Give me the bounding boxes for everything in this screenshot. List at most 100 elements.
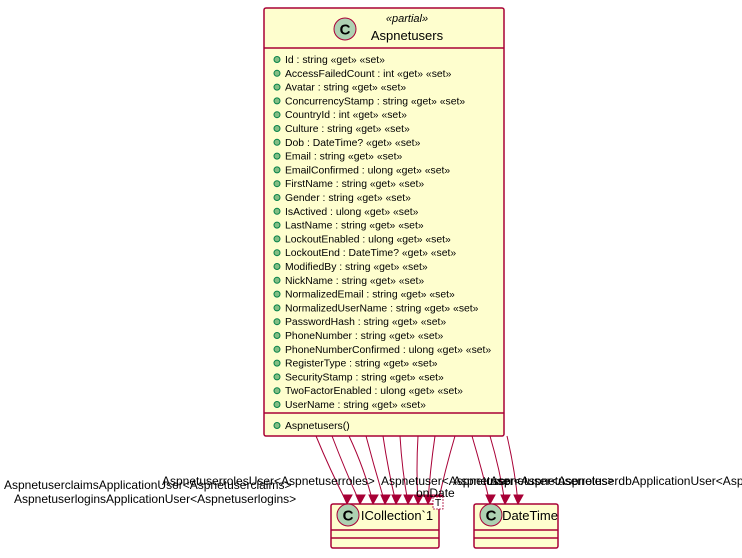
public-visibility-icon [273,359,281,367]
public-visibility-icon [273,125,281,132]
class-field: PhoneNumber : string «get» «set» [285,331,443,342]
class-field: NormalizedUserName : string «get» «set» [285,303,479,314]
public-visibility-icon [273,422,281,429]
class-method: Aspnetusers() [285,421,350,432]
edge-lockoutend[interactable] [489,435,506,504]
class-field: Avatar : string «get» «set» [285,83,406,94]
edge-tokens[interactable] [365,435,386,504]
template-param: T [435,498,442,509]
edge-labels: AspnetuserclaimsApplicationUser<Aspnetus… [4,474,742,506]
edge-e[interactable] [382,435,397,504]
class-field: EmailConfirmed : ulong «get» «set» [285,165,450,176]
public-visibility-icon [273,263,281,270]
edge-f[interactable] [399,435,409,504]
class-field: FirstName : string «get» «set» [285,179,424,190]
class-icollection[interactable]: C ICollection`1 T [330,496,444,549]
arrowhead [342,494,353,506]
public-visibility-icon [273,69,281,77]
public-visibility-icon [273,304,281,312]
class-c-icon [333,17,357,41]
arrowhead [368,494,379,506]
edge-label-overlap-far: Aspnetuser<AspnetuserdbApplicationUser<A… [490,474,742,488]
methods-compartment: Aspnetusers() [273,421,350,432]
class-field: LastName : string «get» «set» [285,221,424,232]
edge-label-overlap-left: Aspnetuser<Aspnetuser [381,474,509,488]
class-field: ConcurrencyStamp : string «get» «set» [285,96,465,107]
public-visibility-icon [273,249,281,257]
arrowhead [391,494,402,506]
arrowhead [380,494,391,506]
edge-j[interactable] [506,435,519,504]
edge-label-logins: AspnetuserloginsApplicationUser<Aspnetus… [14,492,296,506]
public-visibility-icon [273,221,281,229]
class-field: AccessFailedCount : int «get» «set» [285,69,452,80]
arrowhead [403,494,414,506]
public-visibility-icon [273,207,281,215]
class-icon-letter: C [486,508,497,525]
class-name: DateTime [502,508,558,523]
class-icon-letter: C [343,508,354,525]
public-visibility-icon [273,387,281,395]
arrowhead [500,494,511,506]
edge-label-overlap-right: Aspnetuser<Aspnetuserroles> [453,474,614,488]
public-visibility-icon [273,318,281,326]
public-visibility-icon [273,56,281,63]
public-visibility-icon [273,401,281,408]
class-field: Culture : string «get» «set» [285,124,410,135]
class-field: LockoutEnd : DateTime? «get» «set» [285,248,456,259]
class-field: PhoneNumberConfirmed : ulong «get» «set» [285,345,491,356]
public-visibility-icon [273,138,281,146]
edge-claims[interactable] [315,435,348,504]
public-visibility-icon [273,235,281,243]
arrowhead [423,494,434,506]
fields-compartment: Id : string «get» «set» AccessFailedCount… [273,55,491,411]
class-name: ICollection`1 [361,508,433,523]
edge-logins[interactable] [331,435,361,504]
class-field: ModifiedBy : string «get» «set» [285,262,428,273]
class-field: CountryId : int «get» «set» [285,110,407,121]
public-visibility-icon [273,332,281,339]
public-visibility-icon [273,345,281,353]
class-field: IsActived : ulong «get» «set» [285,207,419,218]
class-field: LockoutEnabled : ulong «get» «set» [285,234,451,245]
class-field: Email : string «get» «set» [285,152,402,163]
public-visibility-icon [273,276,281,284]
class-field: UserName : string «get» «set» [285,400,426,411]
class-field: Gender : string «get» «set» [285,193,411,204]
class-field: PasswordHash : string «get» «set» [285,317,446,328]
edge-roles[interactable] [348,435,374,504]
arrowhead [485,494,496,506]
class-field: RegisterType : string «get» «set» [285,359,438,370]
public-visibility-icon [273,152,281,160]
public-visibility-icon [273,111,281,119]
public-visibility-icon [273,290,281,298]
edge-label-claims: AspnetuserclaimsApplicationUser<Aspnetus… [4,478,291,492]
arrowhead [413,494,424,506]
edge-dob[interactable] [471,435,491,504]
class-field: Dob : DateTime? «get» «set» [285,138,421,149]
class-aspnetusers[interactable]: C «partial» Aspnetusers Id : string «get… [263,7,505,437]
public-visibility-icon [273,373,281,381]
class-icon-letter: C [340,22,351,39]
class-c-icon [336,503,360,527]
public-visibility-icon [273,180,281,188]
class-aspnetusers-box [263,7,505,437]
arrowhead [355,494,366,506]
edge-label-date: onDate [416,486,455,500]
class-field: Id : string «get» «set» [285,55,385,66]
public-visibility-icon [273,97,281,105]
class-field: SecurityStamp : string «get» «set» [285,372,444,383]
edge-label-roles: AspnetuserrolesUser<Aspnetuserroles> [162,474,375,488]
template-param-box [432,496,444,510]
public-visibility-icon [273,194,281,201]
arrowhead [513,494,524,506]
class-stereotype: «partial» [386,13,428,25]
class-c-icon [479,503,503,527]
public-visibility-icon [273,83,281,91]
class-datetime[interactable]: C DateTime [473,503,559,549]
class-name: Aspnetusers [371,28,444,43]
class-field: TwoFactorEnabled : ulong «get» «set» [285,386,463,397]
public-visibility-icon [273,166,281,174]
class-field: NormalizedEmail : string «get» «set» [285,290,455,301]
